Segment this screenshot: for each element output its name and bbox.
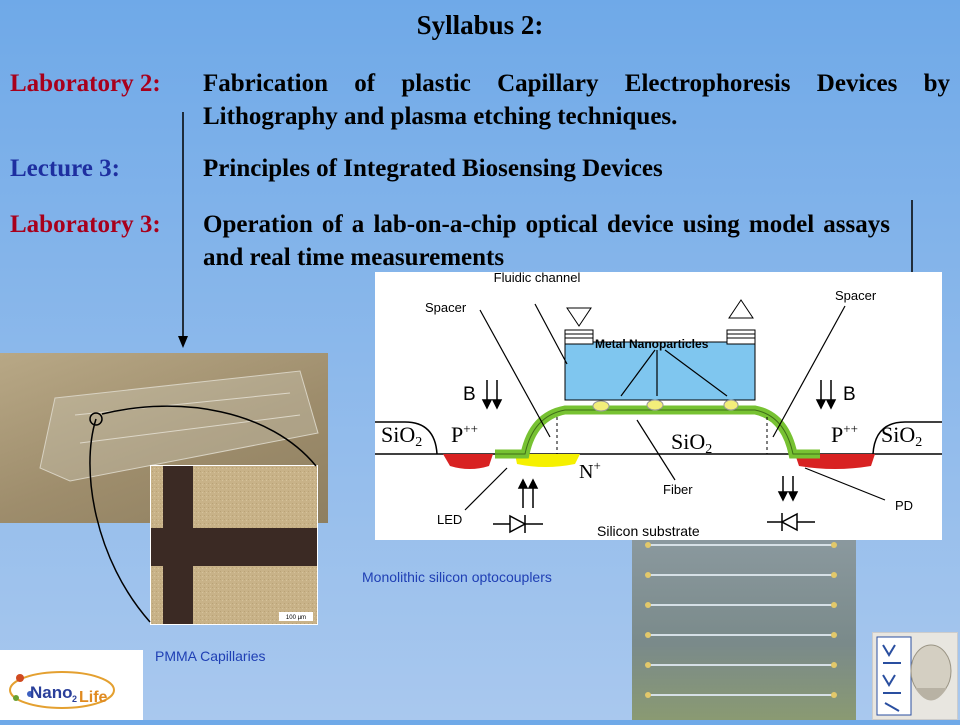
democritus-head-icon [876, 636, 952, 716]
b-field-arrows-left [481, 380, 503, 410]
oxide-right [872, 421, 942, 455]
scale-label: 100 µm [286, 615, 306, 621]
label-p-left: P++ [451, 421, 478, 447]
label-sio2-left: SiO2 [381, 422, 422, 450]
label-sio2-center: SiO2 [671, 429, 712, 457]
pd-diode-icon [767, 512, 815, 532]
syllabus-item-lab2: Laboratory 2: Fabrication of plastic Cap… [10, 67, 950, 133]
label-fiber: Fiber [663, 482, 693, 497]
democritus-logo [872, 632, 958, 720]
item-text: Operation of a lab-on-a-chip optical dev… [203, 211, 890, 271]
b-field-arrows-right [815, 380, 837, 410]
fluidic-channel [564, 341, 756, 401]
inlet-left [564, 307, 594, 345]
diagram-svg: Fluidic channel Spacer Spacer Metal Nano… [375, 270, 942, 539]
label-p-right: P++ [831, 421, 858, 447]
led-diode-icon [493, 514, 543, 534]
label-metal-np: Metal Nanoparticles [595, 337, 709, 351]
item-text: Fabrication of plastic Capillary Electro… [203, 70, 950, 130]
label-b-left: B [463, 384, 476, 405]
label-spacer-right: Spacer [835, 288, 877, 303]
logo-two: 2 [72, 694, 77, 704]
fiber-outline [495, 409, 820, 455]
waveguide-array [645, 542, 837, 698]
label-fluidic: Fluidic channel [494, 272, 581, 285]
item-text: Principles of Integrated Biosensing Devi… [203, 155, 663, 182]
label-spacer-left: Spacer [425, 300, 467, 315]
pmma-microscope-image: 100 µm [150, 465, 318, 625]
label-led: LED [437, 512, 462, 527]
slide-title: Syllabus 2: [416, 10, 544, 40]
label-pd: PD [895, 498, 913, 513]
outlet-right [726, 299, 756, 345]
led-emission-arrows [517, 478, 539, 508]
caption-pmma: PMMA Capillaries [155, 648, 266, 664]
label-b-right: B [843, 384, 856, 405]
syllabus-item-lab3: Laboratory 3: Operation of a lab-on-a-ch… [10, 208, 950, 274]
item-label: Laboratory 3: [10, 211, 161, 238]
item-label: Laboratory 2: [10, 70, 161, 97]
label-n-plus: N+ [579, 458, 601, 483]
p-plus-left [443, 454, 493, 469]
label-sio2-right: SiO2 [881, 422, 922, 450]
item-label: Lecture 3: [10, 155, 120, 182]
n-plus-region [515, 454, 580, 467]
label-fluidic-l1: Fluidic channel [494, 272, 581, 285]
arrow-to-pmma [178, 112, 188, 348]
biosensor-diagram: Fluidic channel Spacer Spacer Metal Nano… [375, 270, 942, 540]
caption-optocouplers: Monolithic silicon optocouplers [362, 569, 552, 585]
oxide-left [375, 421, 438, 455]
optocoupler-array-photo [632, 530, 856, 720]
capillary-crossing: 100 µm [151, 466, 317, 624]
nano2life-logo: Nano 2 Life [0, 650, 143, 720]
logo-life: Life [79, 689, 108, 706]
logo-nano: Nano [30, 683, 73, 702]
pd-absorption-arrows [777, 476, 799, 502]
nano2life-icon: Nano 2 Life [9, 671, 115, 709]
label-substrate: Silicon substrate [597, 523, 700, 539]
syllabus-item-lecture3: Lecture 3: Principles of Integrated Bios… [10, 152, 950, 185]
